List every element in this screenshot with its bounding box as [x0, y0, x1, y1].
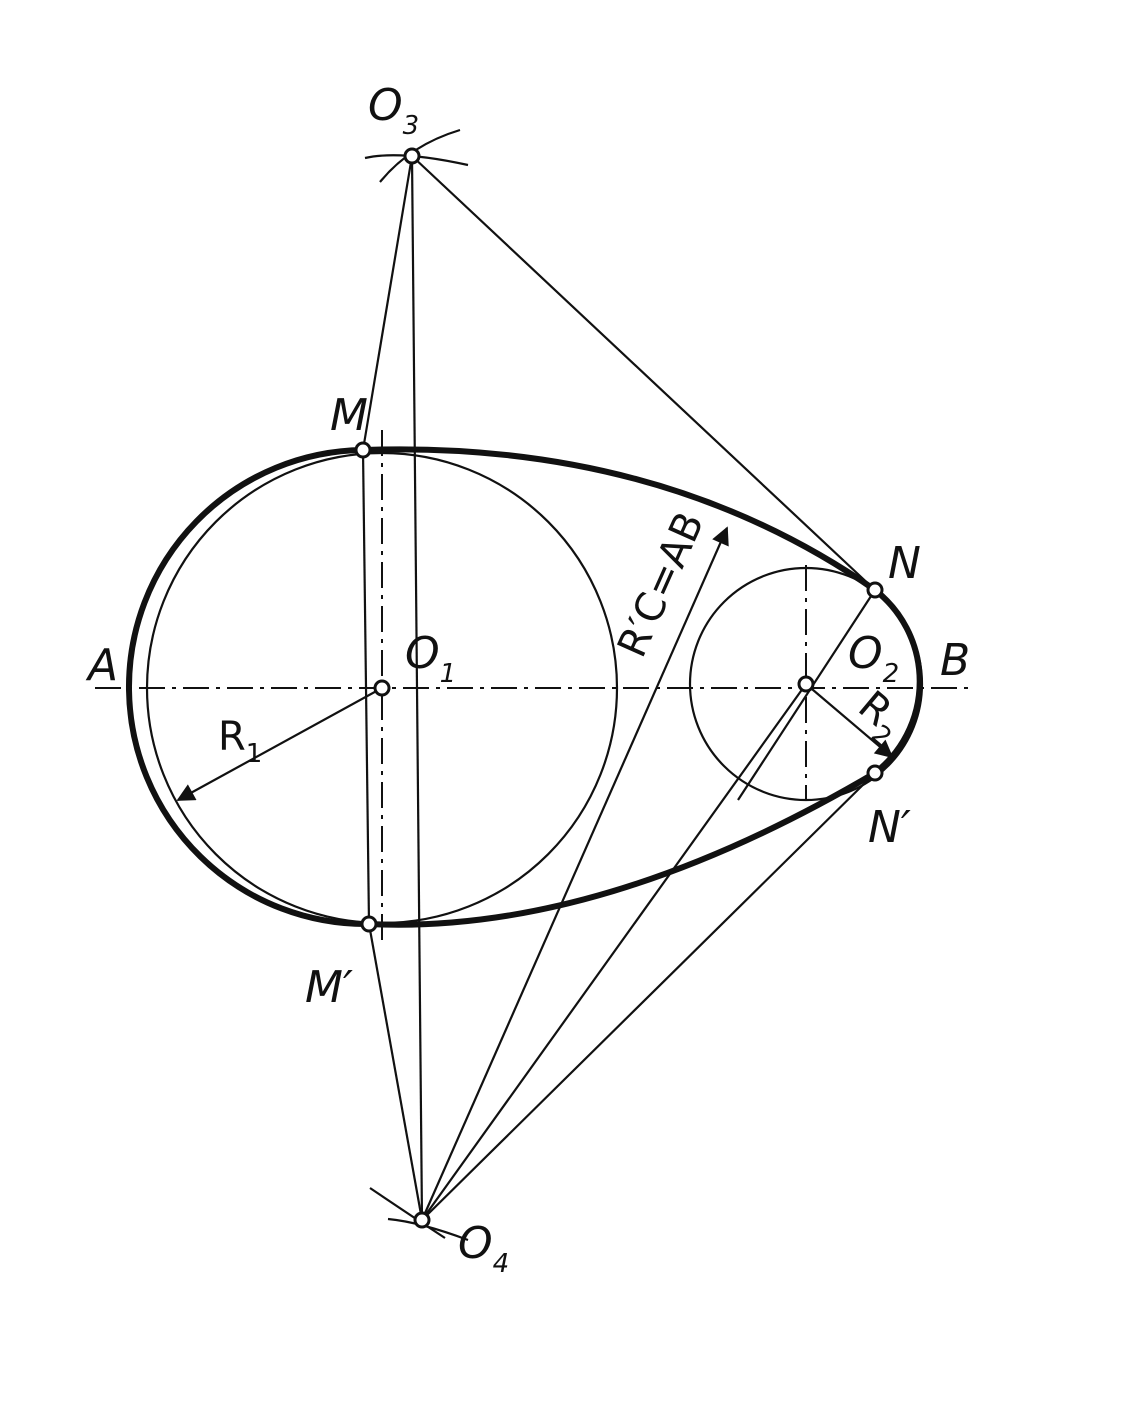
arc-at-o4-2 [369, 1187, 446, 1239]
point-mprime [360, 915, 378, 933]
point-m [354, 441, 372, 459]
line-o3-m [361, 155, 414, 451]
label-r1: R1 [218, 714, 262, 769]
label-o2: O2 [848, 628, 899, 689]
label-b: B [940, 635, 970, 686]
label-a: A [85, 640, 118, 691]
line-o4-mprime [367, 923, 424, 1221]
line-m-mprime [361, 449, 371, 925]
label-o1: O1 [405, 628, 456, 689]
radius-r2-arrow [805, 683, 894, 759]
label-o3: O3 [368, 80, 419, 141]
line-o3-o4 [410, 155, 424, 1221]
label-o4: O4 [458, 1218, 509, 1279]
dimension-rc-ab [420, 526, 729, 1221]
point-n [866, 581, 884, 599]
point-o3 [403, 147, 421, 165]
line-o3-n [411, 155, 876, 591]
point-o1 [373, 679, 391, 697]
oval-outline [126, 446, 923, 928]
line-n-nprime [737, 589, 876, 801]
label-mprime: M′ [305, 962, 353, 1013]
label-m: M [330, 390, 368, 441]
line-o4-o2 [421, 683, 807, 1221]
radius-r1-arrow [176, 687, 383, 801]
point-o4 [413, 1211, 431, 1229]
label-n: N [888, 538, 921, 589]
point-o2 [797, 675, 815, 693]
line-o4-nprime [421, 772, 876, 1221]
point-nprime [866, 764, 884, 782]
label-nprime: N′ [868, 802, 911, 853]
